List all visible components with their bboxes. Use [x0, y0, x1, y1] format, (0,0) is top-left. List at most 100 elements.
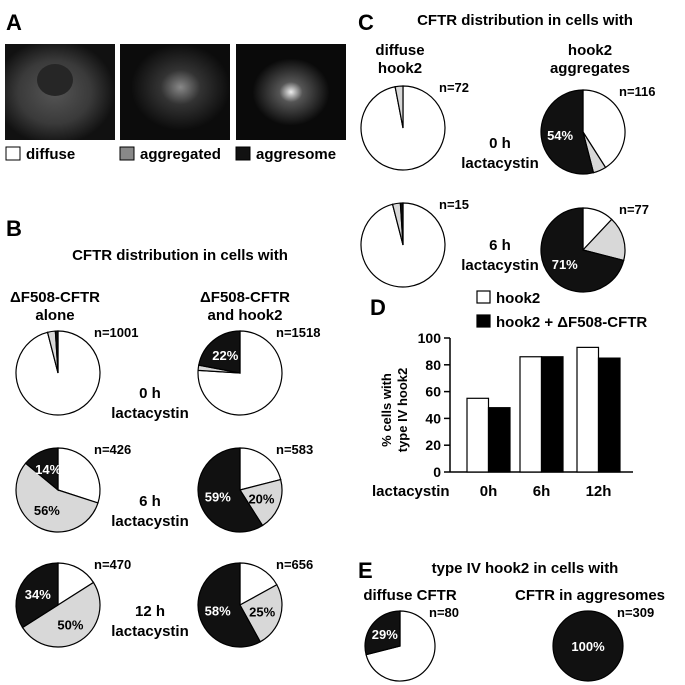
pie-aggresome-percent: 34%	[25, 587, 51, 602]
micrograph-aggresome	[236, 44, 346, 140]
pie-aggregated-percent: 20%	[248, 492, 274, 507]
pie-n-label: n=1518	[276, 325, 320, 340]
b-row-0h-drug: lactacystin	[111, 405, 189, 422]
pie-n-label: n=116	[619, 84, 656, 99]
pie-aggresome-percent: 22%	[212, 348, 238, 363]
b-col1-line2: alone	[35, 307, 74, 324]
pie-n-label: n=470	[94, 557, 131, 572]
y-tick-label: 100	[418, 330, 442, 346]
bar-hook2-dF508	[487, 407, 511, 473]
b-row-12h-drug: lactacystin	[111, 623, 189, 640]
legend-diffuse: diffuse	[26, 146, 75, 163]
c-col1-line1: diffuse	[375, 42, 424, 59]
pie-slice-aggregated	[239, 583, 283, 643]
pie-slice-diffuse	[239, 562, 278, 607]
y-tick-label: 80	[425, 357, 441, 373]
pie-n-label: n=1001	[94, 325, 138, 340]
pie-aggresome-percent: 29%	[372, 627, 398, 642]
pie-chart: n=309 100%	[552, 605, 654, 682]
x-axis-label: lactacystin	[372, 483, 450, 500]
bar-hook2-dF508	[540, 356, 564, 473]
panel-a-legend: diffuse aggregated aggresome	[5, 146, 336, 163]
b-col2-line2: and hook2	[207, 307, 282, 324]
panel-b-title: CFTR distribution in cells with	[72, 247, 288, 264]
pie-chart: n=80 29%	[364, 605, 459, 682]
nucleus	[37, 64, 73, 96]
pie-n-label: n=72	[439, 80, 469, 95]
y-axis-label-line2: type IV hook2	[395, 368, 410, 453]
panel-e-label: E	[358, 558, 373, 583]
pie-slice-aggresome	[399, 202, 404, 246]
pie-aggregated-percent: 50%	[57, 618, 83, 633]
bar-hook2	[519, 356, 543, 473]
pie-slice-aggresome	[197, 447, 264, 533]
pie-aggregated-percent: 25%	[249, 604, 275, 619]
bar-hook2-dF508	[597, 357, 621, 473]
pie-aggresome-percent: 58%	[205, 604, 231, 619]
pie-slice-aggregated	[394, 85, 404, 129]
y-tick-label: 40	[425, 410, 441, 426]
b-row-0h: 0 h	[139, 385, 161, 402]
pie-slice-aggresome	[364, 610, 401, 656]
e-col1: diffuse CFTR	[363, 587, 456, 604]
pie-chart: n=470 34% 50%	[15, 557, 131, 648]
x-tick-label: 12h	[586, 483, 612, 500]
pie-slice-aggresome	[552, 610, 624, 682]
pie-slice-aggresome	[198, 330, 241, 374]
pie-n-label: n=309	[617, 605, 654, 620]
b-row-6h: 6 h	[139, 493, 161, 510]
c-col2-line2: aggregates	[550, 60, 630, 77]
x-tick-label: 0h	[480, 483, 498, 500]
pie-n-label: n=583	[276, 442, 313, 457]
e-col2: CFTR in aggresomes	[515, 587, 665, 604]
pie-slice-aggresome	[15, 562, 59, 629]
panel-c-label: C	[358, 10, 374, 35]
pie-chart: n=15	[360, 197, 469, 288]
panel-a-label: A	[6, 10, 22, 35]
c-row-6h-drug: lactacystin	[461, 257, 539, 274]
legend-swatch-diffuse	[5, 146, 21, 161]
c-col1-line2: hook2	[378, 60, 422, 77]
pie-n-label: n=15	[439, 197, 469, 212]
pie-slice-aggregated	[21, 581, 101, 648]
pie-aggresome-percent: 54%	[547, 128, 573, 143]
pie-n-label: n=426	[94, 442, 131, 457]
pie-chart: n=1518 22%	[197, 325, 320, 416]
pie-n-label: n=80	[429, 605, 459, 620]
panel-e-title: type IV hook2 in cells with	[432, 560, 619, 577]
b-row-6h-drug: lactacystin	[111, 513, 189, 530]
pie-aggregated-percent: 56%	[34, 503, 60, 518]
c-row-0h-drug: lactacystin	[461, 155, 539, 172]
pie-aggresome-percent: 59%	[205, 489, 231, 504]
c-row-0h: 0 h	[489, 135, 511, 152]
pie-n-label: n=656	[276, 557, 313, 572]
bar-hook2	[466, 397, 490, 473]
pie-chart: n=116 54%	[540, 84, 656, 175]
pie-aggresome-percent: 100%	[571, 639, 605, 654]
pie-slice-diffuse	[57, 447, 101, 504]
b-col1-line1: ΔF508-CFTR	[10, 289, 100, 306]
pie-slice-aggregated	[15, 462, 99, 533]
legend-swatch-aggresome	[235, 146, 251, 161]
legend-entry: hook2	[496, 290, 540, 307]
pie-slice-diffuse	[239, 447, 282, 491]
pie-slice-aggresome	[54, 330, 59, 374]
panel-d-label: D	[370, 295, 386, 320]
legend-aggregated: aggregated	[140, 146, 221, 163]
pie-chart: n=72	[360, 80, 469, 171]
legend-swatch-aggregated	[119, 146, 135, 161]
pie-aggresome-percent: 71%	[552, 257, 578, 272]
c-row-6h: 6 h	[489, 237, 511, 254]
y-tick-label: 60	[425, 384, 441, 400]
pie-slice-aggregated	[581, 218, 626, 262]
y-tick-label: 0	[433, 464, 441, 480]
b-col2-line1: ΔF508-CFTR	[200, 289, 290, 306]
x-tick-label: 6h	[533, 483, 551, 500]
panel-b-label: B	[6, 216, 22, 241]
bar-hook2	[576, 346, 600, 473]
micrograph-aggregated	[120, 44, 230, 140]
